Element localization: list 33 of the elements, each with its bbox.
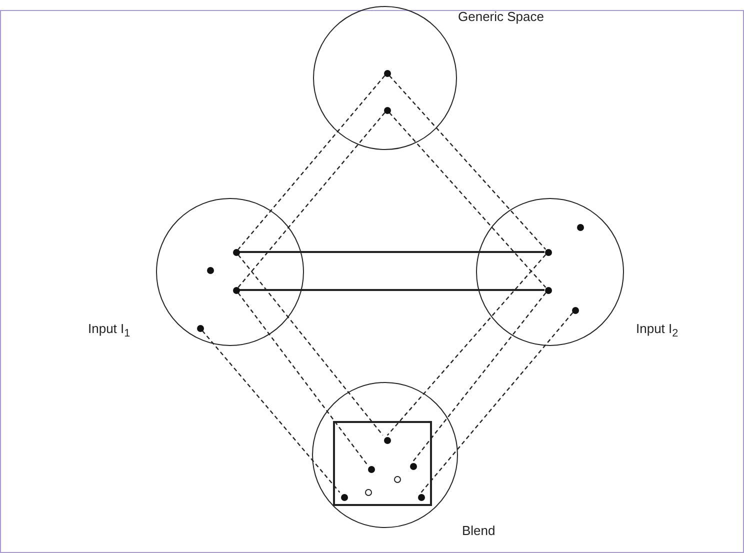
dashed-connector — [420, 312, 574, 493]
open-dot — [364, 488, 372, 496]
space-label: Input I$_{2}$ — [636, 320, 680, 342]
dashed-connector — [412, 292, 546, 462]
dashed-connector — [238, 292, 368, 465]
element-dot — [232, 248, 240, 256]
element-dot — [232, 286, 240, 294]
space-label: Blend — [462, 522, 496, 540]
element-dot — [544, 286, 552, 294]
element-dot — [410, 462, 416, 470]
dashed-connector — [388, 112, 546, 288]
dashed-connector — [238, 254, 384, 436]
connector-line — [240, 251, 544, 253]
element-dot — [572, 306, 578, 314]
element-dot — [384, 70, 390, 76]
element-dot — [340, 494, 348, 500]
space-label: Generic Space — [458, 8, 545, 26]
element-dot — [196, 324, 204, 332]
element-dot — [544, 248, 552, 256]
dashed-connector — [386, 254, 546, 436]
element-dot — [206, 266, 214, 274]
connector-line — [240, 289, 544, 291]
element-dot — [576, 224, 584, 230]
dashed-connector — [238, 112, 386, 288]
open-dot — [394, 476, 400, 482]
frame-box — [333, 421, 432, 506]
element-dot — [418, 494, 424, 500]
element-dot — [368, 466, 374, 472]
element-dot — [384, 436, 390, 444]
dashed-connector — [388, 75, 546, 250]
element-dot — [384, 106, 390, 114]
dashed-connector — [238, 75, 386, 250]
space-label: Input I$_{1}$ — [88, 320, 132, 342]
